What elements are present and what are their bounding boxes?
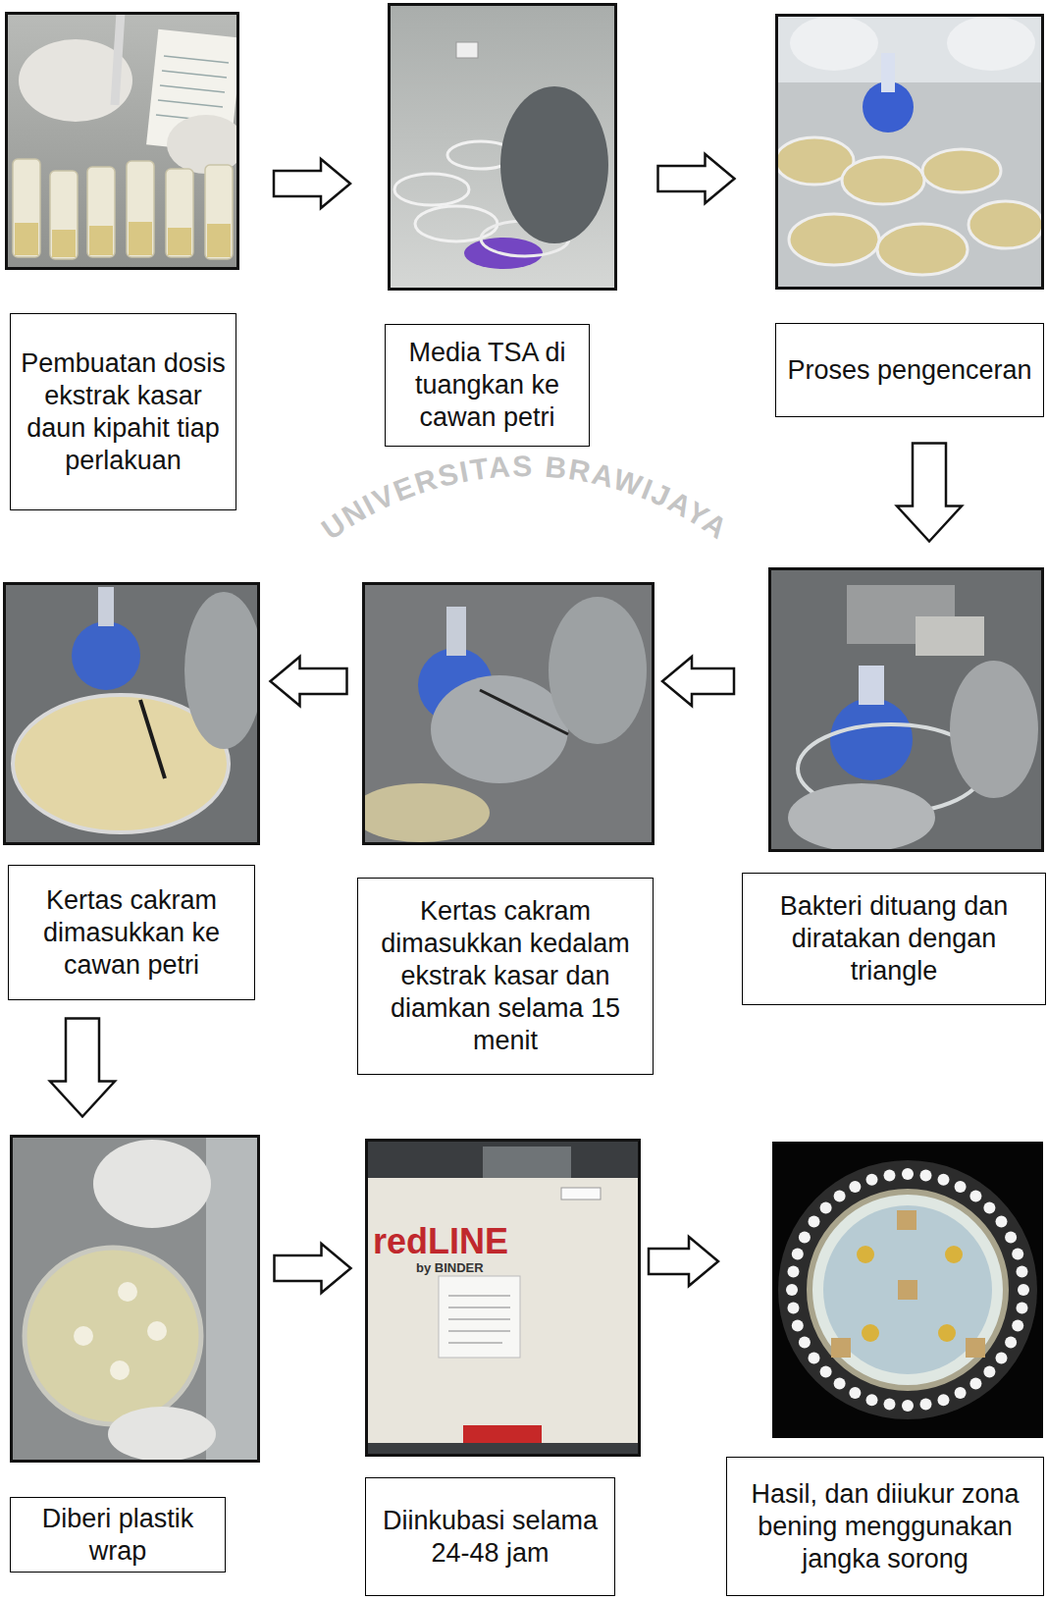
caption-text: Media TSA di tuangkan ke cawan petri <box>393 336 581 434</box>
step-node: Media TSA di tuangkan ke cawan petri <box>384 2 618 447</box>
caption-box: Pembuatan dosis ekstrak kasar daun kipah… <box>9 313 237 511</box>
led-dot <box>1011 1319 1024 1332</box>
led-dot <box>785 1283 798 1296</box>
block-arrow <box>274 1243 352 1293</box>
led-dot <box>901 1167 914 1180</box>
caption-text: Kertas cakram dimasukkan ke cawan petri <box>16 884 247 982</box>
led-dot <box>969 1377 982 1390</box>
step-node: Bakteri dituang dan diratakan dengan tri… <box>741 567 1047 1005</box>
led-dot <box>787 1302 800 1314</box>
led-dot <box>995 1351 1008 1363</box>
step-node: Hasil, dan diiukur zona bening menggunak… <box>726 1141 1045 1596</box>
led-dot <box>1004 1336 1017 1349</box>
caption-text: Bakteri dituang dan diratakan dengan tri… <box>750 889 1038 988</box>
caption-text: Proses pengenceran <box>786 354 1032 387</box>
led-dot <box>884 1169 896 1182</box>
led-dot <box>791 1248 804 1260</box>
step-node: Kertas cakram dimasukkan kedalam ekstrak… <box>357 581 655 1075</box>
caption-box: Kertas cakram dimasukkan kedalam ekstrak… <box>357 877 654 1075</box>
watermark-text: UNIVERSITAS BRAWIJAYA <box>315 449 735 546</box>
led-dot <box>1004 1230 1017 1243</box>
led-dot <box>969 1190 982 1203</box>
photo <box>775 13 1045 290</box>
brand-label: by BINDER <box>416 1259 484 1275</box>
led-dot <box>820 1364 833 1377</box>
led-dot <box>1016 1302 1029 1314</box>
led-dot <box>995 1215 1008 1228</box>
led-dot <box>1016 1265 1029 1278</box>
caption-text: Kertas cakram dimasukkan kedalam ekstrak… <box>366 894 645 1057</box>
block-arrow <box>662 656 734 706</box>
block-arrow <box>658 154 735 204</box>
brand-label: redLINE <box>372 1220 509 1262</box>
block-arrow <box>896 443 962 542</box>
led-dot <box>787 1265 800 1278</box>
caption-box: Proses pengenceran <box>775 322 1045 418</box>
led-dot <box>920 1169 933 1182</box>
led-dot <box>1011 1248 1024 1260</box>
step-node: Diberi plastik wrap <box>9 1134 261 1572</box>
caption-box: Kertas cakram dimasukkan ke cawan petri <box>7 864 256 1000</box>
block-arrow <box>50 1018 115 1117</box>
caption-text: Diinkubasi selama 24-48 jam <box>373 1504 607 1570</box>
block-arrow <box>270 656 348 706</box>
caption-box: Diberi plastik wrap <box>9 1496 226 1572</box>
photo <box>9 1134 261 1463</box>
photo <box>2 581 261 845</box>
caption-text: Diberi plastik wrap <box>18 1502 217 1568</box>
caption-box: Media TSA di tuangkan ke cawan petri <box>384 323 590 447</box>
step-node: Diinkubasi selama 24-48 jam <box>365 1138 641 1596</box>
led-dot <box>798 1230 811 1243</box>
led-dot <box>938 1173 950 1186</box>
caption-box: Diinkubasi selama 24-48 jam <box>365 1476 616 1596</box>
step-node: Pembuatan dosis ekstrak kasar daun kipah… <box>4 11 240 511</box>
led-dot <box>1017 1283 1030 1296</box>
photo <box>387 2 618 291</box>
photo <box>768 567 1045 852</box>
led-dot <box>884 1398 896 1411</box>
block-arrow <box>273 158 351 209</box>
led-dot <box>954 1180 967 1193</box>
led-dot <box>820 1202 833 1214</box>
led-dot <box>983 1202 995 1214</box>
led-dot <box>920 1398 933 1411</box>
step-node: Proses pengenceran <box>775 13 1045 418</box>
step-node: Kertas cakram dimasukkan ke cawan petri <box>2 581 261 1000</box>
led-dot <box>848 1180 861 1193</box>
led-dot <box>901 1399 914 1412</box>
photo <box>365 1138 641 1457</box>
photo <box>772 1141 1044 1438</box>
led-dot <box>866 1173 879 1186</box>
led-dot <box>834 1190 846 1203</box>
caption-box: Hasil, dan diiukur zona bening menggunak… <box>726 1456 1045 1596</box>
caption-box: Bakteri dituang dan diratakan dengan tri… <box>741 872 1047 1005</box>
photo <box>362 581 655 845</box>
led-dot <box>954 1386 967 1399</box>
led-dot <box>834 1377 846 1390</box>
led-dot <box>808 1351 821 1363</box>
led-dot <box>808 1215 821 1228</box>
led-dot <box>938 1393 950 1406</box>
photo <box>4 11 240 270</box>
block-arrow <box>648 1236 719 1286</box>
caption-text: Hasil, dan diiukur zona bening menggunak… <box>734 1477 1036 1575</box>
caption-text: Pembuatan dosis ekstrak kasar daun kipah… <box>18 347 228 477</box>
led-dot <box>791 1319 804 1332</box>
led-dot <box>848 1386 861 1399</box>
led-dot <box>866 1393 879 1406</box>
led-dot <box>798 1336 811 1349</box>
led-dot <box>983 1364 995 1377</box>
